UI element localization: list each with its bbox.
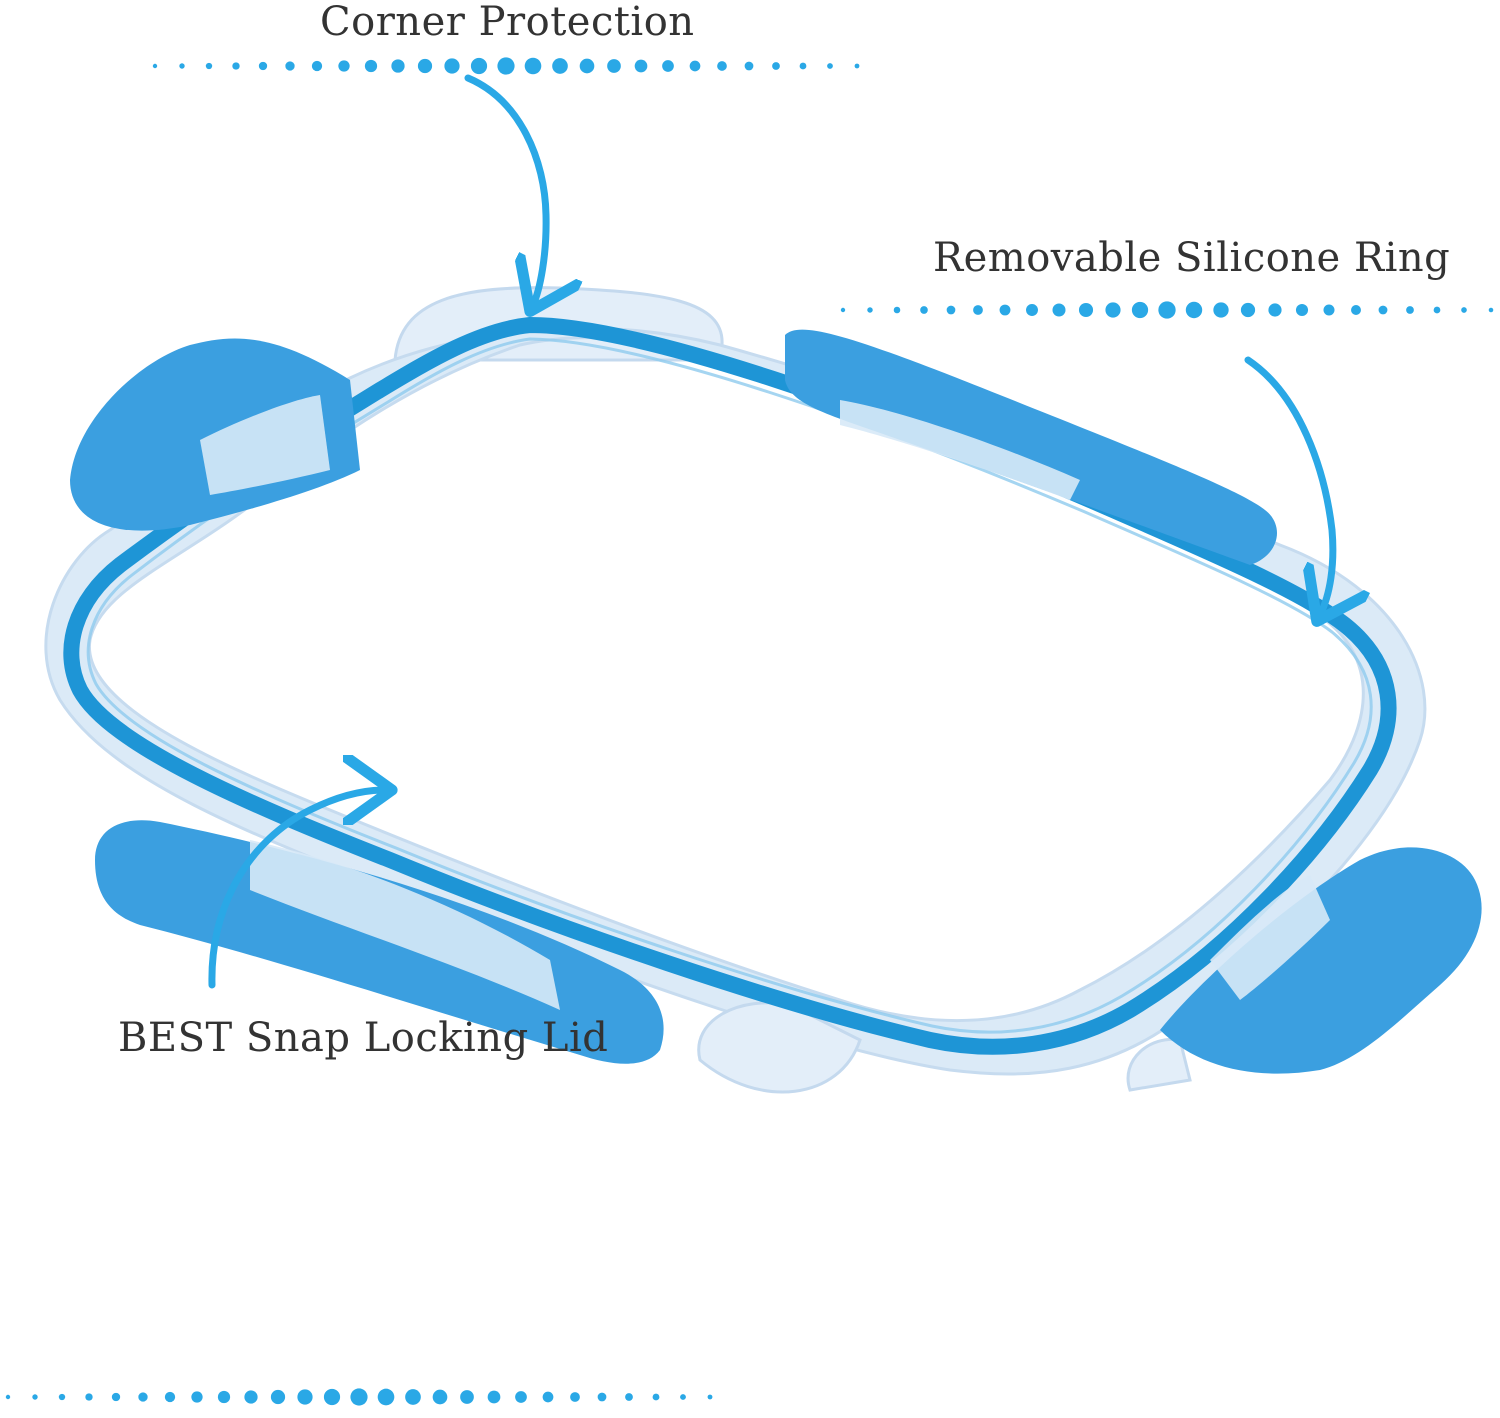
dotted-divider (680, 1394, 686, 1400)
dotted-divider (552, 58, 568, 74)
dotted-divider (570, 1392, 580, 1402)
dotted-divider (652, 1393, 660, 1401)
dotted-divider (524, 57, 542, 75)
dotted-divider (1105, 302, 1121, 318)
callout-arrows (208, 74, 1333, 989)
dotted-divider (138, 1392, 148, 1402)
dotted-divider (152, 63, 158, 69)
corner-protection-label: Corner Protection (320, 0, 695, 45)
dotted-divider (867, 307, 873, 313)
locking-tab-top-right (785, 329, 1277, 565)
dotted-divider (1323, 304, 1335, 316)
dotted-divider (772, 62, 780, 70)
dotted-divider (744, 61, 754, 71)
dotted-divider (542, 1391, 554, 1403)
dotted-divider (258, 61, 268, 71)
dotted-divider (607, 59, 621, 73)
dotted-divider (5, 1394, 11, 1400)
removable-silicone-ring-label: Removable Silicone Ring (933, 235, 1451, 281)
dotted-divider (1213, 302, 1229, 318)
dotted-divider (297, 1389, 313, 1405)
dotted-divider (417, 58, 433, 74)
dotted-divider (662, 60, 674, 72)
dotted-divider (634, 59, 648, 73)
dotted-divider (1268, 303, 1282, 317)
dotted-divider (1078, 302, 1094, 318)
dotted-divider (338, 60, 350, 72)
dotted-divider (840, 307, 846, 313)
dotted-divider (1052, 303, 1066, 317)
dotted-divider (854, 63, 860, 69)
dotted-divider (32, 1394, 38, 1400)
dotted-divider (1406, 306, 1414, 314)
dotted-divider (377, 1388, 395, 1406)
locking-tabs (70, 329, 1482, 1074)
dotted-divider (323, 1388, 341, 1406)
dotted-divider (460, 1390, 474, 1404)
dotted-dividers (5, 57, 1494, 1406)
dotted-divider (285, 61, 295, 71)
dotted-divider (597, 1392, 607, 1402)
silicone-ring-highlight (86, 337, 1373, 1034)
dotted-divider (1158, 301, 1176, 319)
dotted-divider (432, 1389, 448, 1405)
dotted-divider (311, 60, 323, 72)
dotted-divider (1185, 301, 1203, 319)
dotted-divider (515, 1391, 527, 1403)
dotted-divider (999, 304, 1011, 316)
snap-locking-lid-label: BEST Snap Locking Lid (118, 1015, 609, 1061)
dotted-divider (191, 1391, 203, 1403)
dotted-divider (625, 1393, 633, 1401)
arrow-icon (1244, 356, 1333, 615)
dotted-divider (244, 1390, 258, 1404)
dotted-divider (205, 62, 213, 70)
locking-tab-bottom-right (1160, 847, 1482, 1074)
dotted-divider (973, 305, 983, 315)
dotted-divider (270, 1389, 286, 1405)
dotted-divider (350, 1388, 368, 1406)
dotted-divider (579, 58, 595, 74)
dotted-divider (111, 1392, 121, 1402)
dotted-divider (1378, 305, 1388, 315)
dotted-divider (232, 62, 240, 70)
dotted-divider (217, 1390, 231, 1404)
dotted-divider (946, 305, 956, 315)
dotted-divider (1433, 306, 1441, 314)
dotted-divider (487, 1390, 501, 1404)
dotted-divider (1295, 303, 1309, 317)
arrow-icon (208, 790, 385, 989)
dotted-divider (58, 1393, 66, 1401)
dotted-divider (405, 1389, 421, 1405)
dotted-divider (444, 58, 460, 74)
dotted-divider (707, 1394, 713, 1400)
dotted-divider (1488, 307, 1494, 313)
dotted-divider (85, 1393, 93, 1401)
dotted-divider (1240, 302, 1256, 318)
dotted-divider (1131, 301, 1149, 319)
dotted-divider (689, 60, 701, 72)
dotted-divider (497, 57, 515, 75)
dotted-divider (179, 63, 185, 69)
dotted-divider (1461, 307, 1467, 313)
dotted-divider (364, 59, 378, 73)
dotted-divider (1351, 305, 1361, 315)
dotted-divider (470, 57, 488, 75)
dotted-divider (1026, 304, 1038, 316)
dotted-divider (920, 306, 928, 314)
arrow-icon (464, 74, 546, 305)
dotted-divider (717, 61, 727, 71)
dotted-divider (164, 1391, 176, 1403)
dotted-divider (799, 62, 807, 70)
dotted-divider (893, 306, 901, 314)
dotted-divider (827, 63, 833, 69)
dotted-divider (391, 59, 405, 73)
